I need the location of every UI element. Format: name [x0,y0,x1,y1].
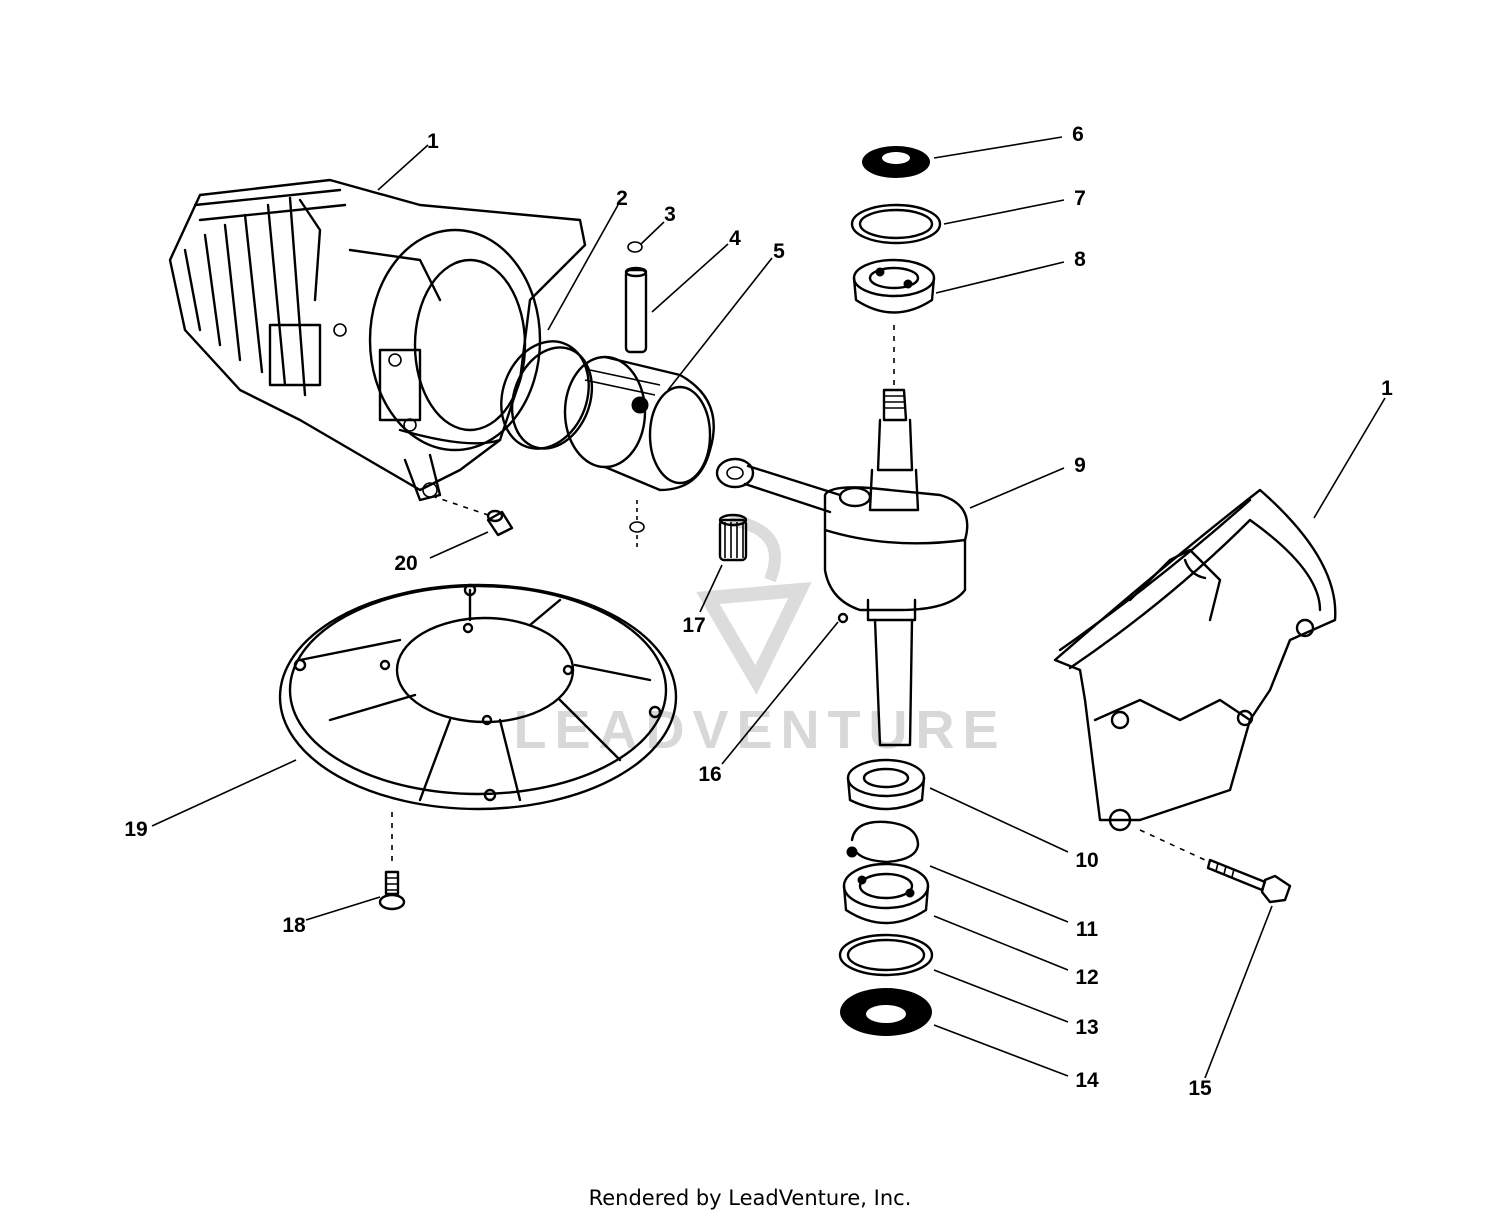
callout-10: 10 [1075,849,1098,872]
crankshaft-part [823,388,969,747]
callout-14: 14 [1075,1069,1099,1092]
callout-15: 15 [1188,1077,1212,1100]
dowel-pin-part [431,495,514,537]
thrust-washer-part [846,758,926,811]
callout-11: 11 [1076,918,1099,941]
piston-part [563,355,715,492]
callout-7: 7 [1074,187,1086,210]
callout-6: 6 [1072,123,1084,146]
callout-18: 18 [282,914,306,937]
callout-20: 20 [394,552,417,575]
needle-bearing-part [718,513,748,562]
seal-bottom-part [840,988,932,1036]
leader-lines [151,136,1386,1079]
snap-ring-part [846,820,920,864]
bolt-part [378,870,406,911]
wrist-pin-part [624,266,648,354]
callout-8: 8 [1074,248,1086,271]
retainer-clip-part [627,241,645,550]
retaining-ring-bottom-part [838,933,934,977]
footer-credit: Rendered by LeadVenture, Inc. [588,1186,912,1210]
cylinder-crankcase-part [168,178,587,502]
callout-17: 17 [682,614,705,637]
callout-5: 5 [773,240,785,263]
watermark: LEADVENTURE [513,514,1006,760]
piston-rings-part [500,340,594,450]
bearing-top-part [852,258,936,314]
callout-9: 9 [1074,454,1086,477]
housing-plate-part [278,583,678,811]
callout-4: 4 [729,227,741,250]
connecting-rod-part [715,457,842,514]
crankcase-half-part [1053,488,1337,832]
callout-12: 12 [1075,966,1098,989]
callout-16: 16 [698,763,721,786]
callout-3: 3 [664,203,676,226]
callout-labels: 1 2 3 4 5 6 7 8 9 10 11 12 13 14 15 16 1… [124,123,1393,1100]
callout-2: 2 [616,187,628,210]
callout-19: 19 [124,818,147,841]
bearing-bottom-part [842,862,930,925]
retaining-ring-top-part [850,203,942,245]
screw-part [1139,829,1292,904]
seal-top-part [862,146,930,178]
callout-1-left: 1 [427,130,439,153]
callout-13: 13 [1075,1016,1098,1039]
callout-1-right: 1 [1381,377,1393,400]
watermark-text: LEADVENTURE [513,700,1006,760]
ball-part [837,612,849,624]
